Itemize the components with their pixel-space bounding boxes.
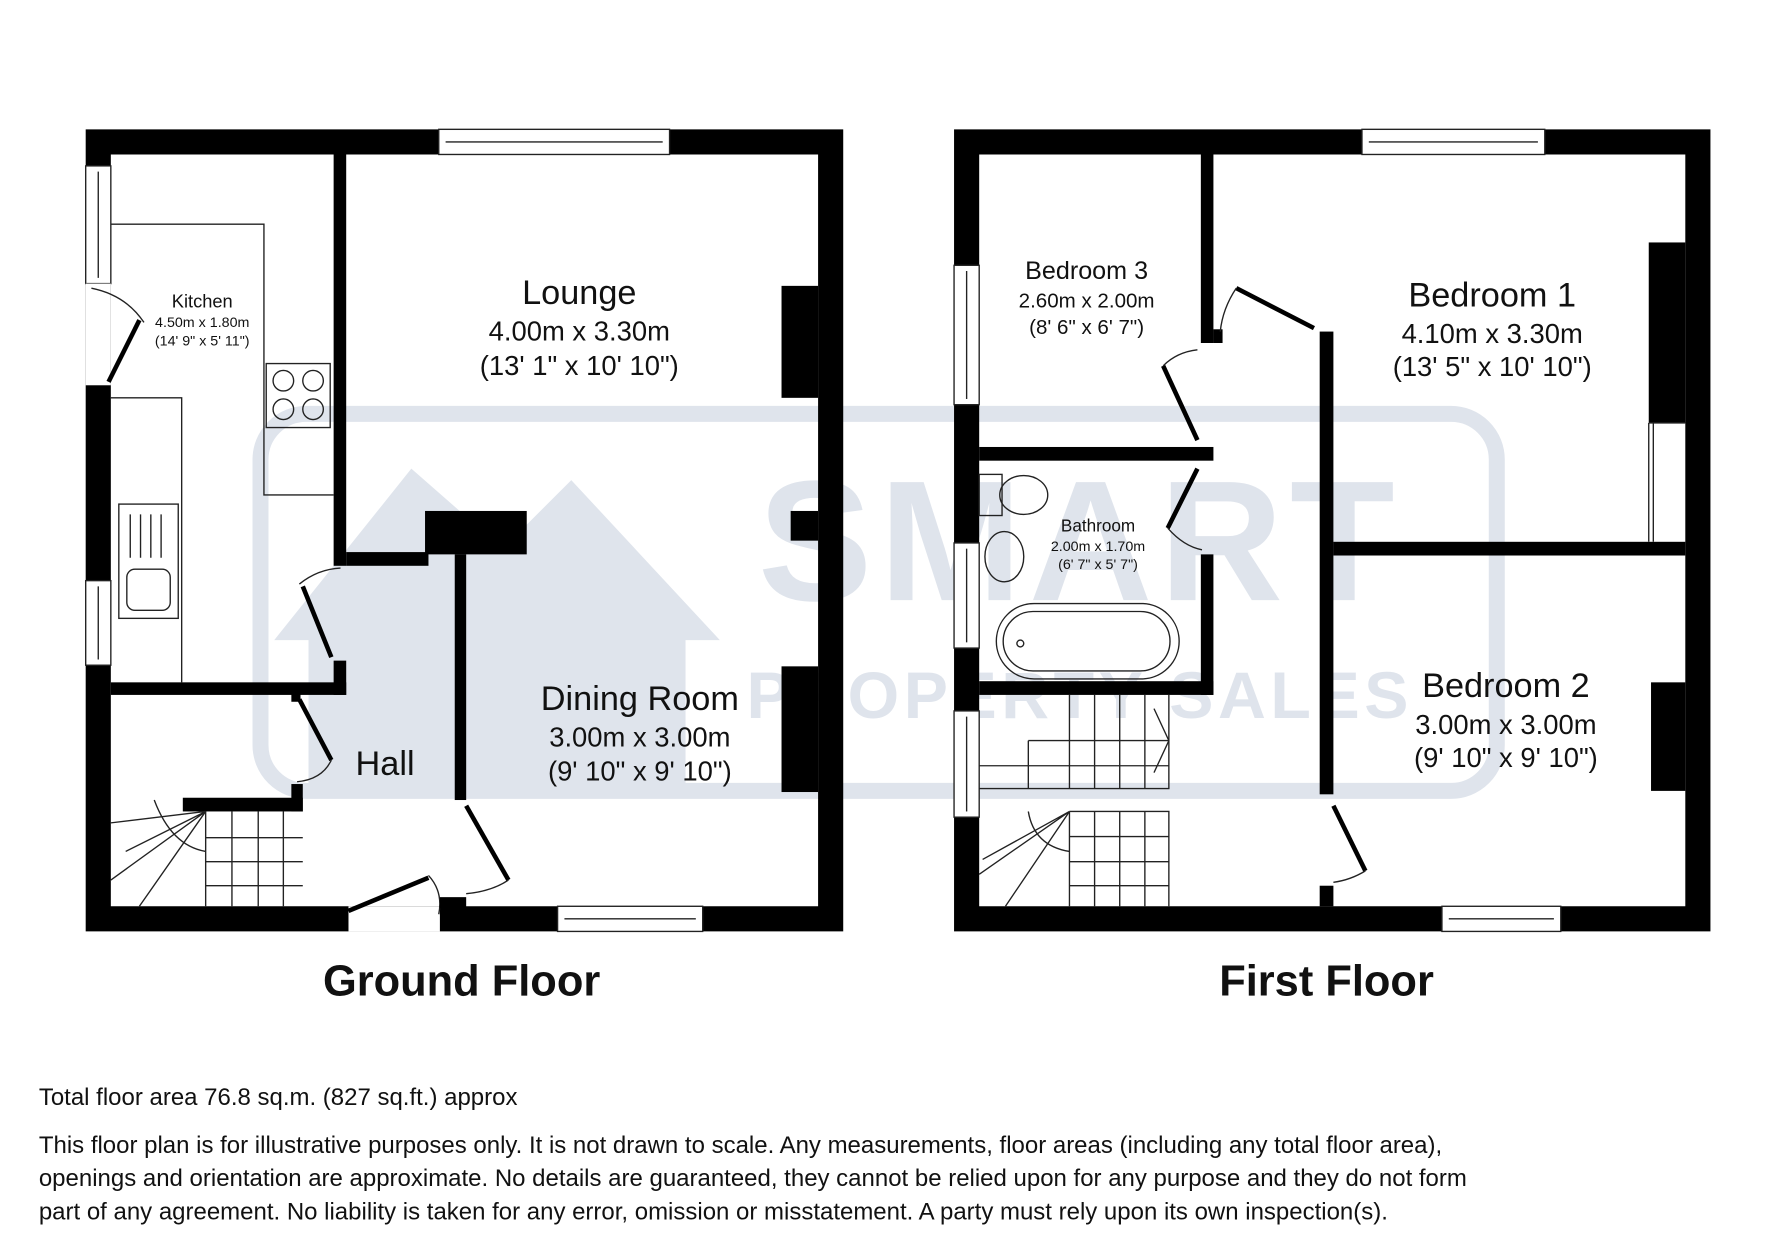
first-floor-plan: Bedroom 3 2.60m x 2.00m (8' 6" x 6' 7") … <box>953 128 1711 1005</box>
sink-icon <box>118 503 179 620</box>
hall-label: Hall <box>356 745 415 783</box>
kitchen-worktop <box>110 223 334 496</box>
wardrobe <box>1648 422 1686 542</box>
bathroom-metric: 2.00m x 1.70m <box>1051 539 1145 555</box>
ground-floor-title: Ground Floor <box>323 957 600 1005</box>
disclaimer-line: openings and orientation are approximate… <box>39 1165 1467 1192</box>
staircase <box>978 694 1170 907</box>
watermark-tagline: PROPERTY SALES <box>746 659 1413 733</box>
bedroom-1-label: Bedroom 1 <box>1408 276 1576 314</box>
dining-room-imperial: (9' 10" x 9' 10") <box>548 756 732 787</box>
kitchen-worktop <box>110 397 183 683</box>
front-door <box>347 875 430 913</box>
lounge-metric: 4.00m x 3.30m <box>489 316 670 347</box>
bedroom-3-metric: 2.60m x 2.00m <box>1019 290 1155 313</box>
kitchen-imperial: (14' 9" x 5' 11") <box>155 333 250 349</box>
hall-door <box>297 698 334 762</box>
disclaimer-line: part of any agreement. No liability is t… <box>39 1198 1388 1225</box>
first-floor-title: First Floor <box>1219 957 1434 1005</box>
ground-floor-plan: Kitchen 4.50m x 1.80m (14' 9" x 5' 11") … <box>85 128 844 1005</box>
bedroom-3-door <box>1161 364 1200 442</box>
dining-room-metric: 3.00m x 3.00m <box>549 721 730 752</box>
hob-icon <box>265 362 331 429</box>
dining-room-door <box>464 804 511 882</box>
bathroom-imperial: (6' 7" x 5' 7") <box>1058 557 1138 573</box>
bedroom-3-imperial: (8' 6" x 6' 7") <box>1029 316 1144 339</box>
staircase <box>110 799 303 907</box>
kitchen-label: Kitchen <box>172 291 233 312</box>
interior-walls <box>979 154 1686 907</box>
kitchen-metric: 4.50m x 1.80m <box>155 315 249 331</box>
kitchen-hall-door <box>300 585 334 659</box>
bedroom-2-door <box>1331 804 1368 872</box>
bathroom-label: Bathroom <box>1061 516 1135 536</box>
bedroom-1-imperial: (13' 5" x 10' 10") <box>1393 351 1592 382</box>
kitchen-door <box>106 319 142 383</box>
watermark-brand: SMART <box>758 446 1402 637</box>
total-floor-area: Total floor area 76.8 sq.m. (827 sq.ft.)… <box>39 1084 518 1111</box>
basin-icon <box>984 530 1025 583</box>
lounge-imperial: (13' 1" x 10' 10") <box>480 350 679 381</box>
bathroom-door <box>1165 467 1200 530</box>
dining-room-label: Dining Room <box>541 680 739 718</box>
bedroom-2-label: Bedroom 2 <box>1422 667 1590 705</box>
toilet-icon <box>978 473 1049 517</box>
bath-icon <box>995 602 1180 680</box>
interior-walls <box>110 154 819 909</box>
bedroom-3-label: Bedroom 3 <box>1025 257 1148 285</box>
disclaimer-line: This floor plan is for illustrative purp… <box>39 1132 1442 1159</box>
bedroom-2-imperial: (9' 10" x 9' 10") <box>1414 742 1598 773</box>
bedroom-1-metric: 4.10m x 3.30m <box>1402 318 1583 349</box>
watermark-logo: SMART PROPERTY SALES <box>252 405 1505 799</box>
bedroom-1-door <box>1235 286 1316 331</box>
lounge-label: Lounge <box>522 274 636 312</box>
bedroom-2-metric: 3.00m x 3.00m <box>1415 709 1596 740</box>
